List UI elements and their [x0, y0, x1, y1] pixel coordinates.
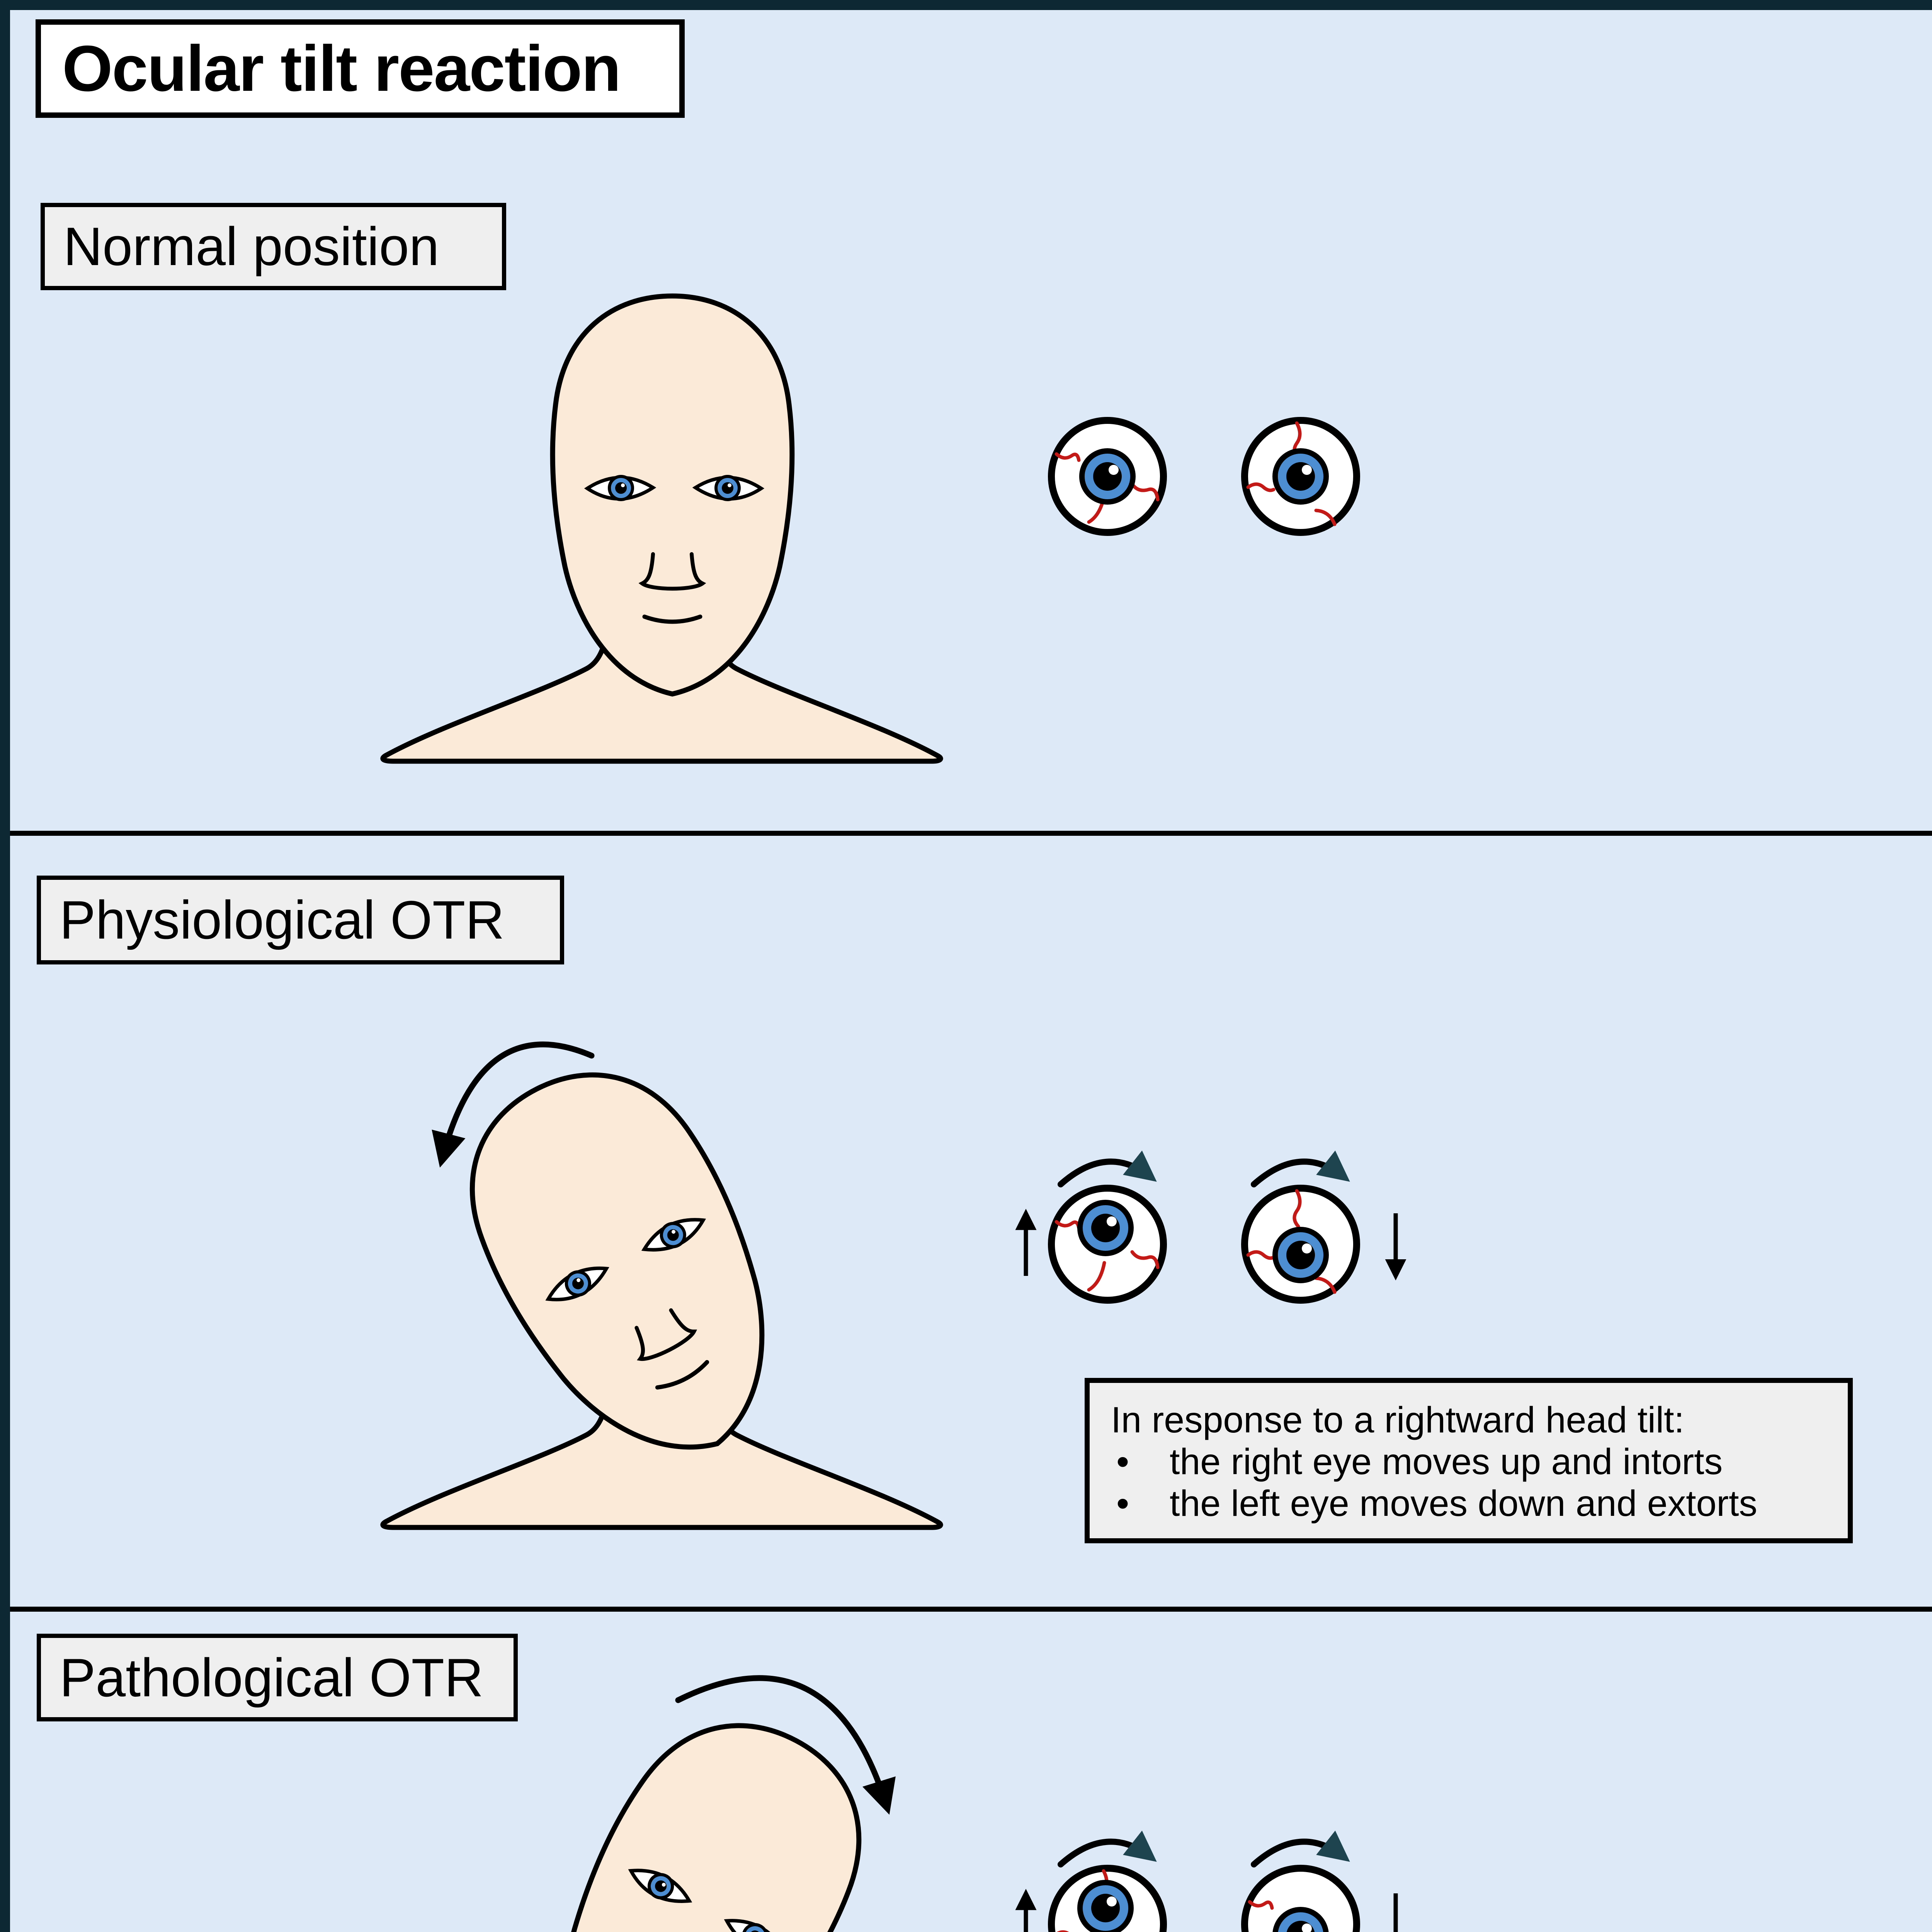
note-bullet: • the right eye moves up and intorts	[1111, 1441, 1828, 1483]
left-eyeball	[1245, 420, 1357, 532]
note-bullet: • the left eye moves down and extorts	[1111, 1483, 1828, 1524]
left-eyeball	[1245, 1868, 1357, 1932]
bullet-text: the left eye moves down and extorts	[1170, 1483, 1757, 1524]
bullet-icon: •	[1116, 1441, 1129, 1482]
normal-eye-pair	[1051, 420, 1357, 532]
right-eyeball	[1051, 420, 1163, 532]
panel-divider	[8, 1607, 1932, 1612]
pathological-eye-pair	[1015, 1830, 1398, 1932]
section-label-text: Physiological OTR	[60, 889, 505, 950]
section-label-normal-position: Normal position	[41, 203, 506, 290]
physiological-head-figure	[383, 1035, 940, 1527]
left-eyeball	[1245, 1188, 1357, 1300]
right-eyeball	[1051, 1868, 1163, 1932]
page-title: Ocular tilt reaction	[36, 19, 685, 118]
note-intro: In response to a rightward head tilt:	[1111, 1400, 1684, 1440]
section-label-physiological-otr: Physiological OTR	[37, 876, 564, 964]
torsion-arrow-icon	[1058, 1150, 1157, 1187]
torsion-arrow-icon	[1251, 1150, 1350, 1187]
normal-head-figure	[383, 296, 940, 761]
torsion-arrow-icon	[1058, 1830, 1157, 1867]
panel-divider	[8, 831, 1932, 836]
pathological-head-figure	[383, 1675, 940, 1932]
head-tilt-arrow-icon	[432, 1041, 595, 1168]
head-tilt-arrow-icon	[675, 1675, 896, 1815]
section-label-pathological-otr: Pathological OTR	[37, 1634, 518, 1721]
bullet-icon: •	[1116, 1483, 1129, 1524]
section-label-text: Pathological OTR	[60, 1647, 484, 1708]
bullet-text: the right eye moves up and intorts	[1170, 1441, 1723, 1482]
physiological-note-box: In response to a rightward head tilt: • …	[1085, 1378, 1853, 1543]
right-eyeball	[1051, 1188, 1163, 1300]
section-label-text: Normal position	[63, 216, 439, 277]
physiological-eye-pair	[1015, 1150, 1406, 1300]
page-title-text: Ocular tilt reaction	[62, 32, 621, 105]
torsion-arrow-icon	[1251, 1830, 1350, 1867]
